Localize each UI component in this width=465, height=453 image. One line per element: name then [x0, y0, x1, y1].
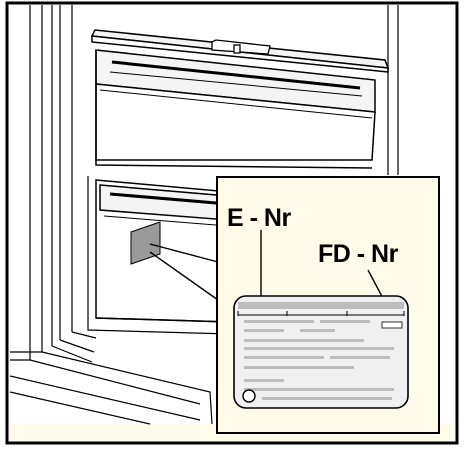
latch-icon [211, 39, 271, 55]
lower-drawer [87, 176, 231, 335]
cabinet-left-wall [9, 5, 213, 425]
callout-pointer [149, 243, 219, 301]
rating-plate-icon [233, 295, 409, 409]
circle-hole-icon [242, 389, 256, 403]
cabinet-right-wall [387, 5, 399, 175]
fd-nr-label: FD - Nr [318, 240, 399, 268]
e-nr-label: E - Nr [227, 204, 291, 232]
upper-drawer [95, 49, 376, 169]
